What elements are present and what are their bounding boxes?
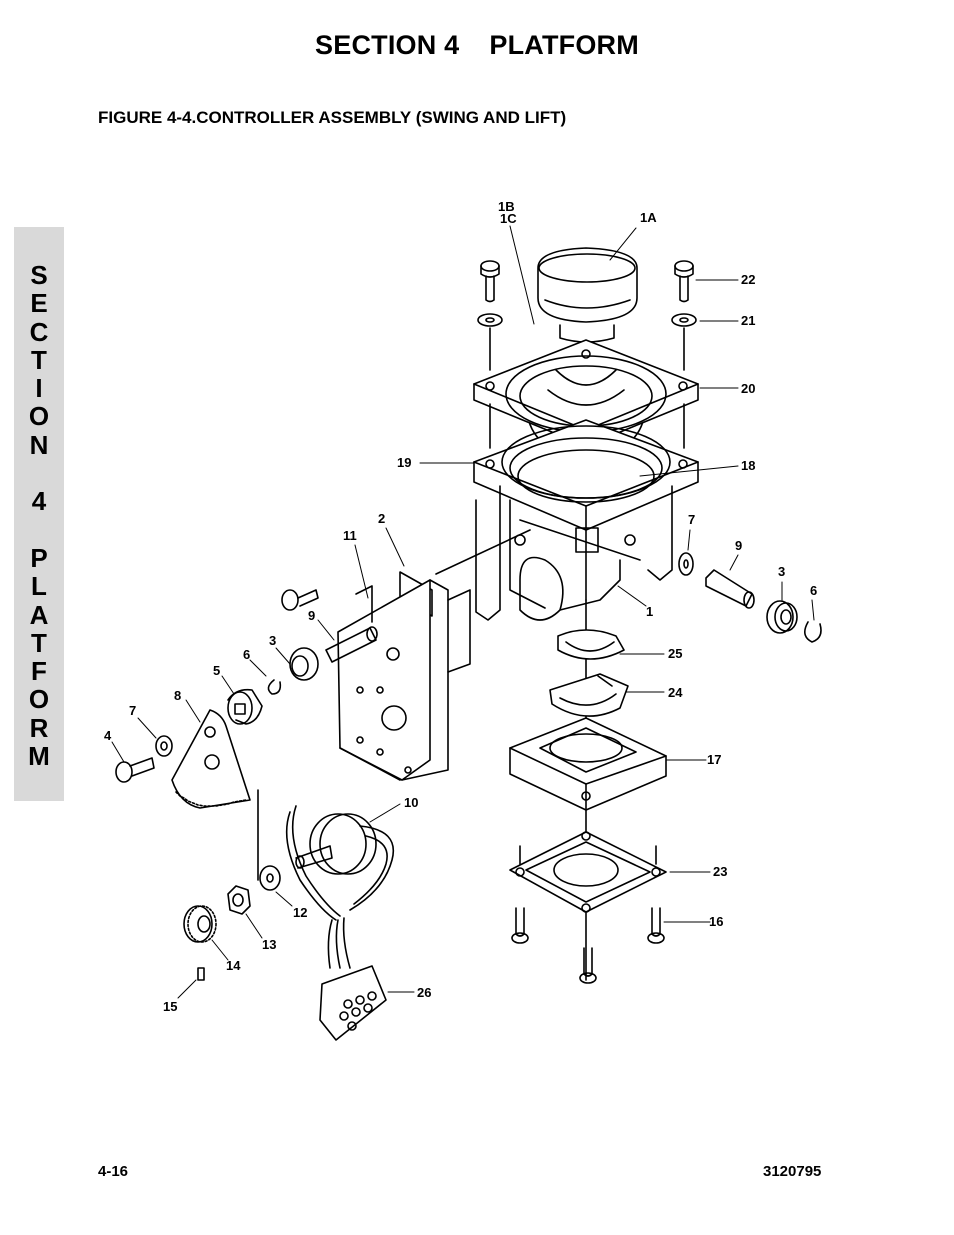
callout-26: 26 (417, 985, 431, 1000)
callout-4: 4 (104, 728, 112, 743)
side-tab-letter: R (29, 712, 49, 743)
side-tab-letter: E (30, 288, 48, 319)
callout-labels: 1B 1C 1A 22 21 20 19 18 2 11 7 9 3 6 1 9… (104, 199, 817, 1014)
callout-10: 10 (404, 795, 418, 810)
callout-18: 18 (741, 458, 755, 473)
cam-25 (557, 629, 625, 660)
callout-22: 22 (741, 272, 755, 287)
washer-7-left (155, 735, 173, 757)
side-tab-letter: F (31, 656, 47, 687)
side-tab-letter: M (28, 741, 50, 772)
callout-7-left: 7 (129, 703, 136, 718)
side-tab-letter: C (29, 316, 49, 347)
lower-housing (473, 419, 699, 621)
callout-25: 25 (668, 646, 682, 661)
leader-lines (111, 225, 815, 999)
side-tab-letter: T (31, 344, 47, 375)
page-number: 4-16 (98, 1163, 129, 1180)
washer-7-right (678, 552, 694, 576)
washer-12 (259, 865, 281, 891)
side-tab-letter: N (29, 429, 49, 460)
spacer-9-left (325, 626, 378, 663)
callout-1C: 1C (500, 211, 517, 226)
callout-17: 17 (707, 752, 721, 767)
setscrew-15 (197, 967, 205, 981)
callout-1: 1 (646, 604, 653, 619)
screw-4 (115, 757, 155, 783)
base-17 (509, 717, 667, 811)
cam-24 (549, 673, 629, 717)
callout-11: 11 (343, 528, 357, 543)
callout-21: 21 (741, 313, 755, 328)
callout-7-right: 7 (688, 512, 695, 527)
bushing-3-right (766, 600, 798, 634)
callout-1B: 1B (498, 199, 515, 214)
joystick-handle-knob (537, 247, 638, 343)
screws-16 (511, 907, 665, 984)
callout-16: 16 (709, 914, 723, 929)
callout-6-left: 6 (243, 647, 250, 662)
screw-22-right (671, 260, 697, 371)
callout-3-left: 3 (269, 633, 276, 648)
callout-2: 2 (378, 511, 385, 526)
callout-8: 8 (174, 688, 181, 703)
callout-24: 24 (668, 685, 683, 700)
potentiometer-10 (285, 805, 395, 969)
side-tab-letter: I (35, 373, 43, 404)
clip-6-right (804, 621, 822, 643)
callout-1A: 1A (640, 210, 657, 225)
callout-9-right: 9 (735, 538, 742, 553)
bushing-5 (227, 688, 263, 725)
callout-5: 5 (213, 663, 220, 678)
side-tab-letter: A (29, 599, 49, 630)
callout-23: 23 (713, 864, 727, 879)
callout-6-right: 6 (810, 583, 817, 598)
side-tab-letter: T (31, 627, 47, 658)
bracket-2 (337, 571, 471, 781)
axis-line-upper (435, 529, 531, 575)
gear-14 (183, 905, 217, 943)
callout-3-right: 3 (778, 564, 785, 579)
bushing-3-left (289, 647, 319, 681)
screw-22-left (477, 260, 503, 371)
side-tab-letter: L (31, 571, 47, 602)
side-tab-letter: 4 (31, 486, 47, 517)
section-name: PLATFORM (489, 30, 639, 60)
clip-6-left (267, 679, 282, 695)
callout-15: 15 (163, 999, 177, 1014)
callout-12: 12 (293, 905, 307, 920)
gasket-23 (509, 831, 667, 913)
callout-9-left: 9 (308, 608, 315, 623)
side-tab-letter: O (28, 401, 50, 432)
page-title: SECTION 4 PLATFORM (0, 30, 954, 61)
gear-sector-8 (171, 709, 251, 809)
section-label: SECTION 4 (315, 30, 460, 60)
screw-11 (281, 589, 319, 611)
connector-26 (319, 965, 387, 1041)
document-number: 3120795 (763, 1163, 822, 1180)
callout-19: 19 (397, 455, 411, 470)
side-tab-letter: P (30, 542, 48, 573)
callout-20: 20 (741, 381, 755, 396)
nut-13 (227, 885, 251, 915)
spacer-9-right (705, 569, 755, 609)
side-tab-letter: O (28, 684, 50, 715)
callout-13: 13 (262, 937, 276, 952)
figure-title: FIGURE 4-4.CONTROLLER ASSEMBLY (SWING AN… (98, 108, 567, 127)
side-tab-letter: S (30, 260, 48, 290)
callout-14: 14 (226, 958, 241, 973)
